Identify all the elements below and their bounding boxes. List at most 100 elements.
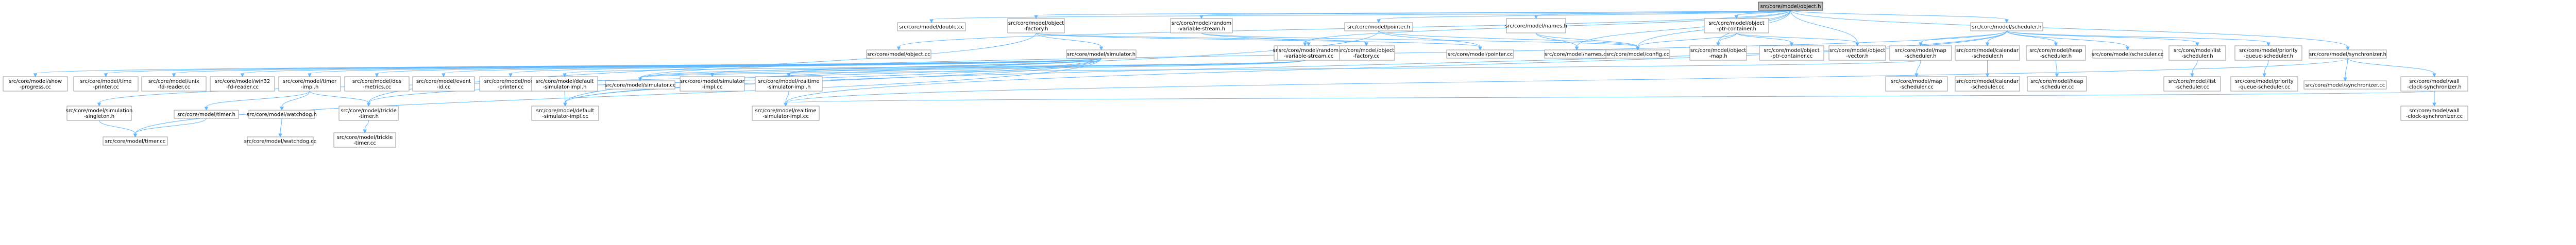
node-pointer-h[interactable]: src/core/model/pointer.h [1344, 22, 1413, 31]
node-simulator-impl-cc[interactable]: src/core/model/simulator-impl.cc [680, 76, 745, 92]
node-label: src/core/model/scheduler.cc [2092, 52, 2164, 58]
node-simulator-h[interactable]: src/core/model/simulator.h [1066, 49, 1137, 59]
node-win32-fd-reader-cc[interactable]: src/core/model/win32-fd-reader.cc [210, 76, 275, 92]
edge-object-h-to-synchronizer-h [1790, 10, 2350, 51]
edge-random-stream-h-to-random-stream-cc [1201, 32, 1311, 47]
node-box [2092, 49, 2163, 59]
edge-timer-impl-h-to-watchdog-h [280, 91, 310, 111]
edge-arrowhead [2055, 73, 2059, 78]
edge-arrowhead [1034, 15, 1038, 20]
node-calendar-scheduler-h[interactable]: src/core/model/calendar-scheduler.h [1955, 45, 2020, 61]
node-object-factory-cc[interactable]: src/core/model/object-factory.cc [1337, 45, 1395, 61]
node-label: -impl.h [301, 84, 319, 90]
edge-names-h-to-names-cc [1536, 32, 1579, 51]
node-trickle-timer-cc[interactable]: src/core/model/trickle-timer.cc [333, 132, 396, 148]
node-scheduler-h[interactable]: src/core/model/scheduler.h [1970, 22, 2043, 31]
node-simulation-singleton-h[interactable]: src/core/model/simulation-singleton.h [66, 106, 133, 121]
edge-line [2347, 58, 2435, 74]
node-label: -scheduler.h [2181, 54, 2213, 59]
node-heap-scheduler-h[interactable]: src/core/model/heap-scheduler.h [2026, 45, 2086, 61]
node-realtime-simulator-impl-cc[interactable]: src/core/model/realtime-simulator-impl.c… [752, 106, 820, 121]
node-heap-scheduler-cc[interactable]: src/core/model/heap-scheduler.cc [2027, 76, 2087, 92]
node-names-h[interactable]: src/core/model/names.h [1505, 18, 1567, 33]
node-default-simulator-impl-cc[interactable]: src/core/model/default-simulator-impl.cc [531, 106, 599, 121]
node-synchronizer-cc[interactable]: src/core/model/synchronizer.cc [2303, 80, 2387, 90]
node-object-factory-h[interactable]: src/core/model/object-factory.h [1007, 18, 1065, 33]
node-timer-impl-h[interactable]: src/core/model/timer-impl.h [278, 76, 341, 92]
node-wall-clock-synchronizer-cc[interactable]: src/core/model/wall-clock-synchronizer.c… [2400, 106, 2468, 121]
node-wall-clock-synchronizer-h[interactable]: src/core/model/wall-clock-synchronizer.h [2400, 76, 2468, 92]
node-label: src/core/model/wall [2409, 108, 2459, 114]
edge-simulator-impl-h-to-default-simulator-impl-h [563, 60, 1306, 78]
edge-line [99, 120, 135, 134]
node-label: -metrics.cc [363, 84, 391, 90]
node-label: src/core/model/simulator [680, 79, 745, 84]
node-timer-h[interactable]: src/core/model/timer.h [174, 110, 239, 119]
node-object-vector-h[interactable]: src/core/model/object-vector.h [1828, 45, 1886, 61]
node-map-scheduler-cc[interactable]: src/core/model/map-scheduler.cc [1885, 76, 1948, 92]
edge-arrowhead [563, 73, 567, 78]
edge-arrowhead [172, 73, 176, 78]
node-time-printer-cc[interactable]: src/core/model/time-printer.cc [73, 76, 139, 92]
edge-scheduler-h-to-map-scheduler-h [1919, 30, 2007, 47]
node-list-scheduler-h[interactable]: src/core/model/list-scheduler.h [2168, 45, 2226, 61]
node-label: src/core/model/watchdog.cc [244, 139, 317, 145]
node-ptr-container-cc[interactable]: src/core/model/object-ptr-container.cc [1759, 45, 1824, 61]
node-label: src/core/model/random [1172, 21, 1231, 26]
node-label: -scheduler.h [1905, 54, 1936, 59]
node-event-id-cc[interactable]: src/core/model/event-id.cc [412, 76, 475, 92]
edge-arrowhead [2266, 42, 2270, 47]
node-label: src/core/model/timer.cc [105, 139, 165, 145]
node-trickle-timer-h[interactable]: src/core/model/trickle-timer.h [338, 106, 399, 121]
edge-arrowhead [2195, 42, 2199, 47]
node-calendar-scheduler-cc[interactable]: src/core/model/calendar-scheduler.cc [1955, 76, 2020, 92]
edge-line [785, 91, 789, 103]
node-ptr-container-h[interactable]: src/core/model/object-ptr-container.h [1704, 18, 1769, 33]
edge-pointer-h-to-config-cc [1378, 30, 1640, 51]
node-object-map-h[interactable]: src/core/model/object-map.h [1689, 45, 1747, 61]
node-double-cc[interactable]: src/core/model/double.cc [897, 22, 966, 31]
edge-line [135, 58, 1101, 134]
node-label: src/core/model/trickle [341, 108, 397, 114]
node-label: src/core/model/object.h [1760, 4, 1821, 10]
node-watchdog-h[interactable]: src/core/model/watchdog.h [247, 110, 317, 119]
node-synchronizer-h[interactable]: src/core/model/synchronizer.h [2309, 49, 2387, 59]
node-realtime-simulator-impl-h[interactable]: src/core/model/realtime-simulator-impl.h [755, 76, 823, 92]
edge-synchronizer-h-to-wall-clock-synchronizer-h [2347, 58, 2436, 78]
node-object-h[interactable]: src/core/model/object.h [1758, 2, 1823, 11]
node-box [1170, 18, 1233, 33]
edge-object-h-to-scheduler-h [1790, 10, 2009, 24]
node-random-stream-h[interactable]: src/core/model/random-variable-stream.h [1170, 18, 1233, 33]
node-label: src/core/model/default [536, 79, 594, 84]
node-show-progress-cc[interactable]: src/core/model/show-progress.cc [3, 76, 68, 92]
node-box [1704, 18, 1769, 33]
node-node-printer-cc[interactable]: src/core/model/node-printer.cc [479, 76, 542, 92]
node-priority-queue-scheduler-h[interactable]: src/core/model/priority-queue-scheduler.… [2234, 45, 2302, 61]
node-box [605, 80, 675, 90]
node-simulator-cc[interactable]: src/core/model/simulator.cc [605, 80, 676, 90]
edge-arrowhead [1574, 46, 1579, 51]
node-pointer-cc[interactable]: src/core/model/pointer.cc [1446, 49, 1514, 59]
node-map-scheduler-h[interactable]: src/core/model/map-scheduler.h [1889, 45, 1952, 61]
node-box [531, 76, 598, 92]
node-des-metrics-cc[interactable]: src/core/model/des-metrics.cc [344, 76, 410, 92]
node-object-cc[interactable]: src/core/model/object.cc [866, 49, 931, 59]
node-random-stream-cc[interactable]: src/core/model/random-variable-stream.cc [1277, 45, 1340, 61]
node-timer-cc[interactable]: src/core/model/timer.cc [103, 136, 168, 146]
node-box [479, 76, 542, 92]
node-config-cc[interactable]: src/core/model/config.cc [1605, 49, 1670, 59]
node-default-simulator-impl-h[interactable]: src/core/model/default-simulator-impl.h [531, 76, 598, 92]
node-box [1889, 45, 1952, 61]
node-label: -id.cc [437, 84, 451, 90]
node-list-scheduler-cc[interactable]: src/core/model/list-scheduler.cc [2163, 76, 2221, 92]
node-scheduler-cc[interactable]: src/core/model/scheduler.cc [2092, 49, 2164, 59]
edge-arrowhead [204, 107, 209, 111]
node-box [333, 132, 396, 148]
node-unix-fd-reader-cc[interactable]: src/core/model/unix-fd-reader.cc [141, 76, 207, 92]
node-watchdog-cc[interactable]: src/core/model/watchdog.cc [244, 136, 317, 146]
node-names-cc[interactable]: src/core/model/names.cc [1544, 49, 1609, 59]
edge-synchronizer-h-to-synchronizer-cc [2343, 58, 2348, 82]
edge-line [1378, 30, 1638, 47]
node-priority-queue-scheduler-cc[interactable]: src/core/model/priority-queue-scheduler.… [2230, 76, 2298, 92]
